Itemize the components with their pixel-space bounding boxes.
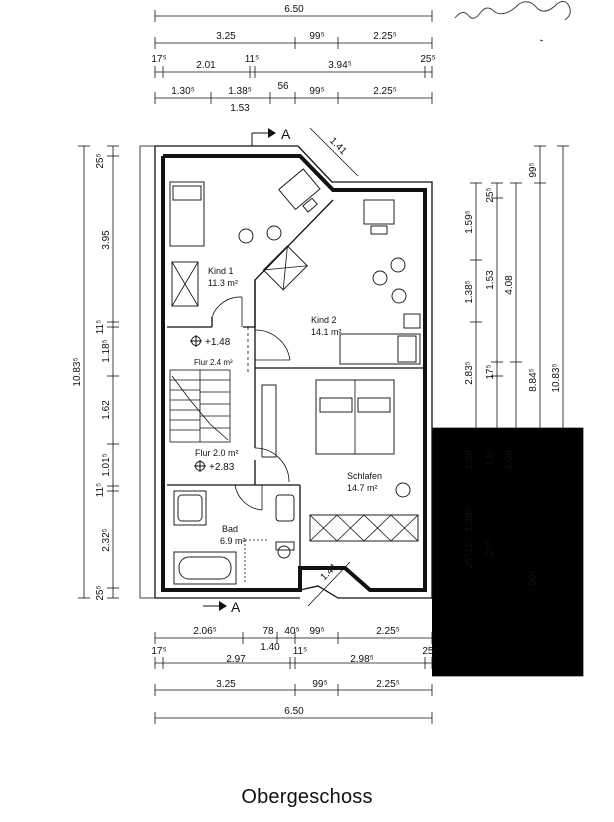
- diagonal-dimensions: [307, 127, 359, 607]
- dim-bottom-r1-c: 40⁵: [284, 626, 299, 637]
- dim-bottom-r3-b: 99⁵: [312, 679, 327, 690]
- dim-left-total: 10.83⁵: [72, 357, 83, 386]
- room-kind1-name: Kind 1: [208, 266, 234, 276]
- interior-walls: [167, 199, 425, 568]
- plan-caption: Obergeschoss: [241, 786, 373, 808]
- dim-right-d2: 8.84⁵: [528, 368, 539, 392]
- dim-right-d3: 99⁵: [528, 570, 539, 585]
- dim-right-a4: 1.38⁵: [464, 446, 475, 470]
- dim-right-b5: 25⁵: [485, 540, 496, 555]
- dim-left-7: 11⁵: [95, 483, 106, 498]
- level-upper-value: +1.48: [205, 337, 231, 348]
- right-dimension-labels: 1.59⁵ 1.38⁵ 2.83⁵ 1.38⁵ 1.38⁵ 11⁵ 25⁵ 25…: [464, 162, 562, 585]
- dim-right-b4: 1.5¹: [485, 449, 496, 467]
- dim-bottom-total: 6.50: [284, 706, 304, 717]
- room-labels: Kind 1 11.3 m² Kind 2 14.1 m² Schlafen 1…: [194, 266, 382, 546]
- dim-bottom-r3-c: 2.25⁵: [376, 679, 400, 690]
- dim-left-8: 2.32⁵: [101, 528, 112, 552]
- dim-top-r3-b: 2.01: [196, 60, 216, 71]
- dim-bottom-r2-b: 2.97: [226, 654, 246, 665]
- dim-top-r2-c: 2.25⁵: [373, 31, 397, 42]
- dim-left-3: 11⁵: [95, 320, 106, 335]
- dim-top-r4-a: 1.30⁵: [171, 86, 195, 97]
- dim-left-1: 25⁵: [95, 153, 106, 168]
- room-bad-name: Bad: [222, 524, 238, 534]
- dim-top-r4-b: 1.38⁵: [228, 86, 252, 97]
- dim-bottom-r2-d: 25⁵: [422, 646, 437, 657]
- outer-walls: [139, 145, 433, 599]
- bottom-dimensions: [154, 632, 433, 724]
- dim-bottom-r1-b: 78: [262, 626, 274, 637]
- dim-top-r3-c: 11⁵: [245, 54, 260, 65]
- dim-bottom-r2-c: 2.98⁵: [350, 654, 374, 665]
- right-dimensions: [432, 145, 584, 677]
- dim-left-4: 1.18⁵: [101, 339, 112, 363]
- dim-top-r4-c: 56: [277, 81, 289, 92]
- room-kind2-name: Kind 2: [311, 315, 337, 325]
- kind1-furniture: [169, 168, 321, 307]
- dim-right-b2: 1.53: [485, 270, 496, 290]
- staircase: [169, 369, 231, 443]
- dim-right-c1: 4.08: [504, 275, 515, 295]
- room-flur-lower: Flur 2.0 m²: [195, 448, 239, 458]
- signature-scribble: [454, 0, 571, 42]
- dim-right-a5: 1.38⁵: [464, 508, 475, 532]
- room-flur-upper: Flur 2.4 m²: [194, 358, 233, 367]
- dim-left-5: 1.62: [101, 400, 112, 420]
- section-label-bottom: A: [231, 599, 241, 615]
- dim-right-b1: 25⁵: [485, 187, 496, 202]
- level-marker-lower: +2.83: [194, 460, 235, 473]
- dim-top-r4-d: 99⁵: [309, 86, 324, 97]
- level-marker-upper: +1.48: [190, 335, 231, 348]
- dim-right-a6: 11⁵: [464, 539, 475, 554]
- kind2-furniture: [262, 199, 421, 365]
- dim-top-r2-b: 99⁵: [309, 31, 324, 42]
- room-schlafen-name: Schlafen: [347, 471, 382, 481]
- dim-bottom-r1b-a: 1.40: [260, 642, 280, 653]
- bad-fixtures: [173, 490, 295, 585]
- schlafen-furniture: [261, 379, 419, 542]
- dim-bottom-r1-d: 99⁵: [309, 626, 324, 637]
- dim-top-r3-e: 25⁵: [420, 54, 435, 65]
- dim-top-total: 6.50: [284, 4, 304, 15]
- section-marker-top: A: [251, 126, 291, 146]
- dim-diag-top: 1.41: [327, 135, 349, 157]
- dim-left-6: 1.01⁵: [101, 453, 112, 477]
- bottom-dimension-labels: 2.06⁵ 78 40⁵ 99⁵ 2.25⁵ 1.40 11⁵ 17⁵ 2.97…: [151, 626, 437, 717]
- dim-bottom-r3-a: 3.25: [216, 679, 236, 690]
- dim-bottom-r1-a: 2.06⁵: [193, 626, 217, 637]
- room-bad-area: 6.9 m²: [220, 536, 246, 546]
- dim-left-2: 3.95: [101, 230, 112, 250]
- dim-bottom-r1-e: 2.25⁵: [376, 626, 400, 637]
- dim-right-a7: 25⁵: [464, 553, 475, 568]
- dim-top-r3-d: 3.94⁵: [328, 60, 352, 71]
- dim-top-r3-a: 17⁵: [151, 54, 166, 65]
- dim-right-e1: 10.83⁵: [551, 363, 562, 392]
- room-schlafen-area: 14.7 m²: [347, 483, 378, 493]
- dim-bottom-r1b-b: 11⁵: [293, 646, 308, 657]
- top-dimensions: [154, 10, 433, 104]
- left-dimensions: [78, 145, 119, 599]
- room-kind2-area: 14.1 m²: [311, 327, 342, 337]
- dim-right-d1: 99⁵: [528, 162, 539, 177]
- section-label-top: A: [281, 126, 291, 142]
- dim-right-a1: 1.59⁵: [464, 210, 475, 234]
- dim-right-a3: 2.83⁵: [464, 361, 475, 385]
- dim-right-c2: 4.08: [504, 450, 515, 470]
- room-kind1-area: 11.3 m²: [208, 278, 238, 288]
- section-marker-bottom: A: [203, 599, 241, 615]
- dim-left-9: 25⁵: [95, 585, 106, 600]
- dim-top-r4-f: 1.53: [230, 103, 250, 114]
- dim-diag-bottom: 1.41: [318, 561, 340, 583]
- level-lower-value: +2.83: [209, 462, 235, 473]
- dim-right-b3: 17⁵: [485, 364, 496, 379]
- dim-bottom-r2-a: 17⁵: [151, 646, 166, 657]
- dim-right-a2: 1.38⁵: [464, 280, 475, 304]
- top-dimension-labels: 6.50 3.25 99⁵ 2.25⁵ 17⁵ 2.01 11⁵ 3.94⁵ 2…: [151, 4, 435, 114]
- doors: [211, 296, 291, 511]
- left-dimension-labels: 10.83⁵ 25⁵ 3.95 11⁵ 1.18⁵ 1.62 1.01⁵ 11⁵…: [72, 153, 112, 600]
- dim-top-r4-e: 2.25⁵: [373, 86, 397, 97]
- dim-top-r2-a: 3.25: [216, 31, 236, 42]
